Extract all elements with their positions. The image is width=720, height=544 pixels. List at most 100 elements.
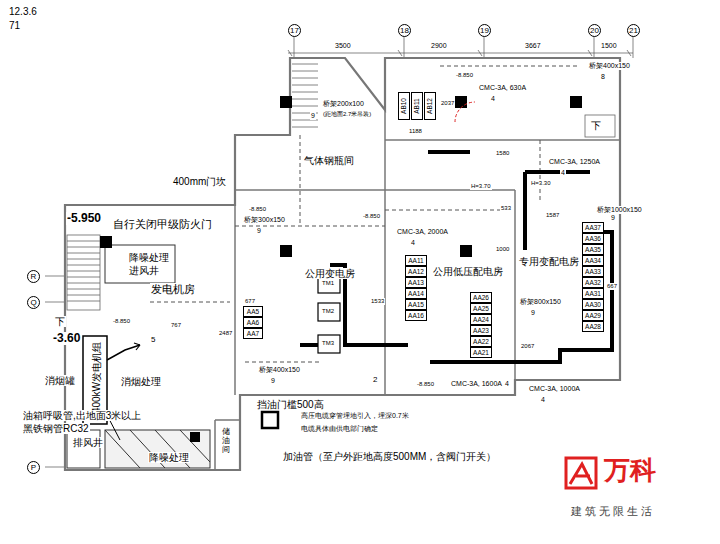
plan-label: 储油间 [222,428,230,454]
plan-label: -8.850 [362,213,381,220]
cabinet-label: AA15 [408,301,424,308]
cabinet-label: AA29 [585,312,601,319]
cabinet-label: AA31 [585,290,601,297]
cabinet-label: AA7 [247,330,259,337]
plan-label: 400kW发电机组 [91,341,102,414]
cabinet-box: AA21 [470,347,492,358]
dimension: 767 [170,322,182,329]
cabinet-label: AA14 [408,290,424,297]
plan-label: 桥架300x150 [243,216,286,224]
dimension: 2487 [218,330,233,337]
plan-label: 发电机房 [150,283,196,295]
cabinet-label: AB10 [401,98,408,114]
plan-label: 71 [8,20,21,31]
dimension: 677 [244,298,256,305]
cabinet-box: AA28 [582,321,604,332]
cabinet-box: AA32 [582,277,604,288]
plan-label: 9 [310,112,316,120]
axis-bubble: 19 [478,24,491,37]
plan-label: 12.3.6 [8,6,38,17]
plan-label: 专用变配电房 [518,256,580,267]
cabinet-box: AA29 [582,310,604,321]
cabinet-label: AA34 [585,257,601,264]
plan-label: 下 [54,316,66,327]
plan-label: 400mm门坎 [172,176,227,187]
cabinet-box: AA6 [243,317,263,328]
axis-bubble: 21 [627,24,640,37]
cabinet-box: AA14 [405,288,427,299]
plan-label: 桥架1000x150 [596,206,643,214]
plan-label: 自行关闭甲级防火门 [112,218,213,230]
dimension: 1000 [495,246,510,253]
cabinet-box: AA31 [582,288,604,299]
plan-label: TM1 [321,280,335,287]
plan-label: 进风井 [128,265,160,276]
cabinet-box: AA30 [582,299,604,310]
plan-label: 4 [560,169,566,177]
cabinet-label: AA5 [247,308,259,315]
cabinet-label: AA25 [473,305,489,312]
cabinet-box: AA25 [470,303,492,314]
cabinet-label: AA12 [408,268,424,275]
cabinet-label: AA32 [585,279,601,286]
cabinet-label: AB11 [414,98,421,113]
dimension: 2067 [520,343,535,350]
plan-label: 8 [600,73,606,81]
plan-label: 4 [410,239,416,247]
cabinet-box: AA33 [582,266,604,277]
cabinet-box: AA16 [405,310,427,321]
cabinet-box: AA34 [582,255,604,266]
axis-label: 19 [480,27,489,35]
cabinet-label: AA13 [408,279,424,286]
cabinet-label: AA24 [473,316,489,323]
axis-label: 21 [629,27,638,35]
axis-label: R [31,273,37,281]
cabinet-box: AB12 [424,92,436,120]
plan-label: 油箱呼吸管,出地面3米以上 [22,410,142,421]
plan-label: TM3 [321,340,335,347]
plan-label: 消烟处理 [120,376,162,387]
cabinet-label: AA16 [408,312,424,319]
dimension: 667 [606,283,618,290]
cabinet-label: AA11 [408,257,423,264]
axis-bubble: P [27,461,40,474]
cabinet-box: AB10 [398,92,410,120]
plan-label: 高压电缆穿管埋地引入，埋深0.7米 [300,412,410,420]
plan-label: 气体钢瓶间 [303,155,355,166]
cabinet-label: AA22 [473,338,489,345]
plan-label: CMC-3A, 630A [478,84,527,92]
cabinet-box: AA23 [470,325,492,336]
dimension: 1500 [600,42,618,50]
plan-label: 4 [504,380,510,388]
cabinet-box: AA36 [582,233,604,244]
plan-label: 桥架200x100 [322,100,365,108]
axis-label: P [31,464,36,472]
plan-label: 9 [610,214,616,222]
plan-label: 消烟罐 [44,375,76,386]
plan-label: -8.850 [248,206,267,213]
cabinet-label: AB12 [427,98,434,114]
plan-label: CMC-3A, 1600A [450,380,503,388]
plan-label: 降噪处理 [148,452,190,463]
plan-label: 桥架400x150 [588,62,631,70]
plan-label: 排风井 [72,437,104,448]
axis-label: 20 [590,27,599,35]
plan-label: 桥架400x150 [258,366,301,374]
cabinet-box: AA7 [243,328,263,339]
dimension: 1188 [408,128,423,135]
dimension: 3667 [524,42,542,50]
cabinet-label: AA36 [585,235,601,242]
axis-label: 18 [400,27,409,35]
cabinet-label: AA6 [247,319,259,326]
cabinet-box: AB11 [411,92,423,120]
cabinet-label: AA23 [473,327,489,334]
plan-label: 加油管（至户外距地高度500MM，含阀门开关） [282,451,497,462]
axis-bubble: R [27,270,40,283]
plan-label: (距地面2.7米吊装) [322,111,372,118]
dimension: 1580 [495,150,510,157]
plan-label: 4 [540,396,546,404]
plan-label: 9 [530,309,536,317]
cabinet-box: AA26 [470,292,492,303]
plan-label: 桥架800x150 [519,298,562,306]
